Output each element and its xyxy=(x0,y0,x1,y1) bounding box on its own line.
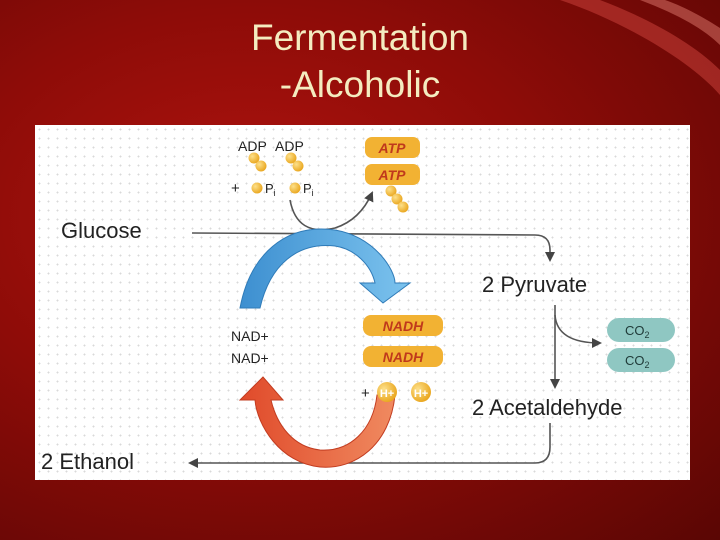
atp-phosphate-chain xyxy=(385,185,409,213)
title-line-1: Fermentation xyxy=(251,17,469,58)
diagram-canvas: ADP ADP + Pi Pi ATP ATP Glucose 2 Pyruva… xyxy=(41,137,675,474)
hydrogen-ion-badge-2 xyxy=(411,382,431,402)
co2-label-2: CO2 xyxy=(625,353,650,370)
adp-phosphate-chain-2 xyxy=(285,152,304,172)
adp-to-atp-arrow xyxy=(289,191,374,231)
atp-label-1: ATP xyxy=(378,140,407,156)
slide-title: Fermentation -Alcoholic xyxy=(0,14,720,108)
nadh-label-1: NADH xyxy=(383,318,424,334)
acetaldehyde-label: 2 Acetaldehyde xyxy=(472,395,622,420)
phosphate-ball-1 xyxy=(251,182,263,194)
nad-reduction-arrow xyxy=(239,228,412,309)
atp-badge-2 xyxy=(365,164,420,185)
nadh-label-2: NADH xyxy=(383,349,424,365)
ethanol-label: 2 Ethanol xyxy=(41,449,134,474)
co2-label-1: CO2 xyxy=(625,323,650,340)
plus-sign-2: + xyxy=(361,385,370,402)
title-line-2: -Alcoholic xyxy=(279,64,441,105)
glucose-to-pyruvate-arrow xyxy=(191,232,555,262)
phosphate-ball-2 xyxy=(289,182,301,194)
hydrogen-ion-label-1: H+ xyxy=(380,388,394,400)
adp-phosphate-chain-1 xyxy=(248,152,267,172)
nad-label-2: NAD+ xyxy=(231,350,269,366)
pi-label-1: Pi xyxy=(265,181,276,198)
nadh-oxidation-arrow xyxy=(238,376,396,468)
nad-label-1: NAD+ xyxy=(231,328,269,344)
pyruvate-label: 2 Pyruvate xyxy=(482,272,587,297)
nadh-badge-1 xyxy=(363,315,443,336)
hydrogen-ion-label-2: H+ xyxy=(414,388,428,400)
fermentation-diagram: ADP ADP + Pi Pi ATP ATP Glucose 2 Pyruva… xyxy=(35,125,690,480)
co2-badge-1 xyxy=(607,318,675,342)
adp-label-1: ADP xyxy=(238,138,267,154)
co2-release-arrow xyxy=(554,314,602,348)
co2-badge-2 xyxy=(607,348,675,372)
atp-badge-1 xyxy=(365,137,420,158)
nadh-badge-2 xyxy=(363,346,443,367)
hydrogen-ion-badge-1 xyxy=(377,382,397,402)
adp-label-2: ADP xyxy=(275,138,304,154)
atp-label-2: ATP xyxy=(378,167,407,183)
pi-label-2: Pi xyxy=(303,181,314,198)
glucose-label: Glucose xyxy=(61,218,142,243)
acetaldehyde-to-ethanol-arrow xyxy=(188,423,551,468)
plus-sign-1: + xyxy=(231,180,240,197)
